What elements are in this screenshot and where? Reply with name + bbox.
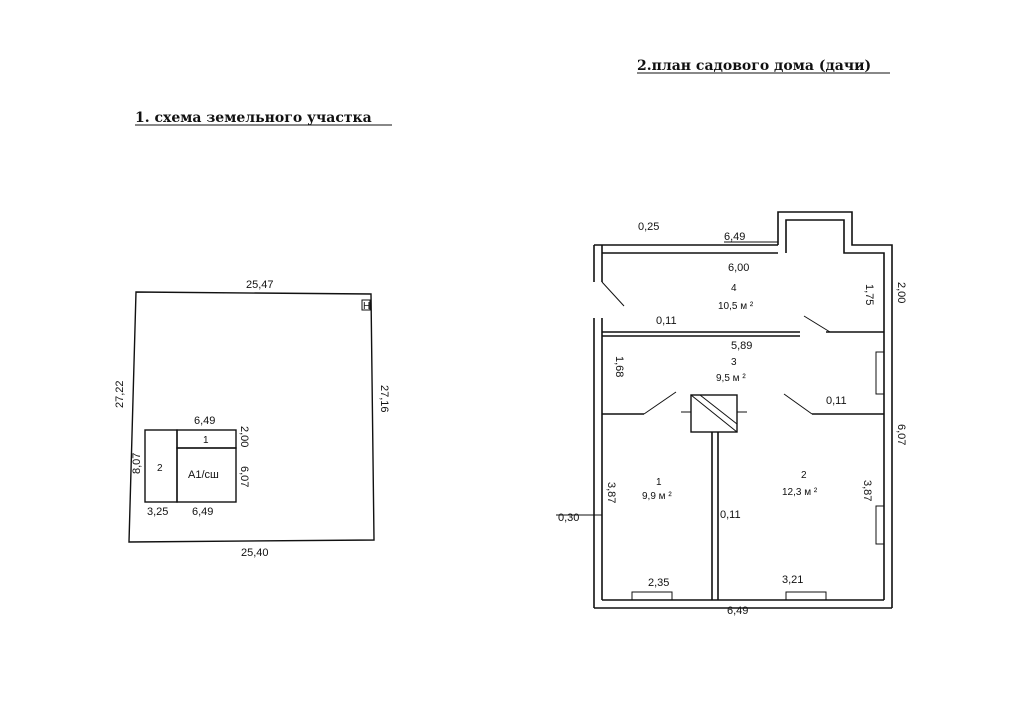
plan-dim-011-b: 0,11 xyxy=(826,395,847,407)
site-dim-top: 25,47 xyxy=(246,279,274,291)
plan-dim-649-bottom: 6,49 xyxy=(727,605,748,617)
plan-dim-025: 0,25 xyxy=(638,221,659,233)
plan-dim-600: 6,00 xyxy=(728,262,749,274)
door-swing-room1 xyxy=(643,391,677,415)
plan-dim-321: 3,21 xyxy=(782,574,803,586)
room-4-number: 4 xyxy=(731,283,737,294)
site-dim-bottom: 25,40 xyxy=(241,547,269,559)
site-dim-right: 27,16 xyxy=(378,385,390,413)
plan-dim-030: 0,30 xyxy=(558,512,579,524)
building-dim-left-bottom: 3,25 xyxy=(147,506,168,518)
plan-dim-200: 2,00 xyxy=(895,282,907,303)
plan-dim-607: 6,07 xyxy=(895,424,907,445)
room-3-number: 3 xyxy=(731,357,737,368)
porch-inner xyxy=(785,219,885,350)
house-plan-title: 2.план садового дома (дачи) xyxy=(637,58,871,74)
site-label-1: 1 xyxy=(203,435,209,446)
stove xyxy=(690,394,738,433)
room-2-area: 12,3 м ² xyxy=(782,487,818,498)
room-1-number: 1 xyxy=(656,477,662,488)
plan-dim-175: 1,75 xyxy=(863,284,875,305)
building-dim-right-upper: 2,00 xyxy=(238,426,250,447)
corner-mark-box xyxy=(361,299,371,311)
stove-diag-2 xyxy=(699,394,738,425)
window-right-upper xyxy=(875,351,885,395)
plan-dim-235: 2,35 xyxy=(648,577,669,589)
building-dim-top: 6,49 xyxy=(194,415,215,427)
door-swing-4-right xyxy=(803,315,831,333)
window-right-lower xyxy=(875,505,885,545)
corner-mark: Н xyxy=(363,301,370,312)
room-4-area: 10,5 м ² xyxy=(718,301,754,312)
room-3-area: 9,5 м ² xyxy=(716,373,746,384)
plan-dim-387-b: 3,87 xyxy=(861,480,873,501)
door-swing-entry xyxy=(601,281,625,307)
plan-dim-168: 1,68 xyxy=(613,356,625,377)
porch-outer xyxy=(777,211,893,350)
house-plan: 0,25 6,49 6,00 1,75 2,00 0,11 5,89 1,68 … xyxy=(556,211,907,617)
site-label-main: А1/сш xyxy=(188,469,219,481)
land-plot-outline xyxy=(128,291,375,543)
building-dim-right-lower: 6,07 xyxy=(238,466,250,487)
window-bottom-right xyxy=(785,591,827,601)
plan-dim-387-a: 3,87 xyxy=(605,482,617,503)
building-main xyxy=(176,447,237,503)
plan-dim-649-top: 6,49 xyxy=(724,231,745,243)
window-bottom-left xyxy=(631,591,673,601)
site-scheme: 25,47 25,40 27,22 27,16 Н 1 2 А1/сш 6,49… xyxy=(114,279,390,559)
door-swing-room2 xyxy=(783,393,813,415)
site-scheme-title: 1. схема земельного участка xyxy=(135,110,372,126)
plan-dim-589: 5,89 xyxy=(731,340,752,352)
plan-dim-011-c: 0,11 xyxy=(720,509,741,521)
plan-dim-011-a: 0,11 xyxy=(656,315,677,327)
site-dim-left: 27,22 xyxy=(114,380,126,408)
stove-diag-1 xyxy=(690,394,738,433)
room-1-area: 9,9 м ² xyxy=(642,491,672,502)
building-dim-bottom: 6,49 xyxy=(192,506,213,518)
site-label-2: 2 xyxy=(157,463,163,474)
building-dim-left-height: 8,07 xyxy=(131,453,143,474)
room-2-number: 2 xyxy=(801,470,807,481)
